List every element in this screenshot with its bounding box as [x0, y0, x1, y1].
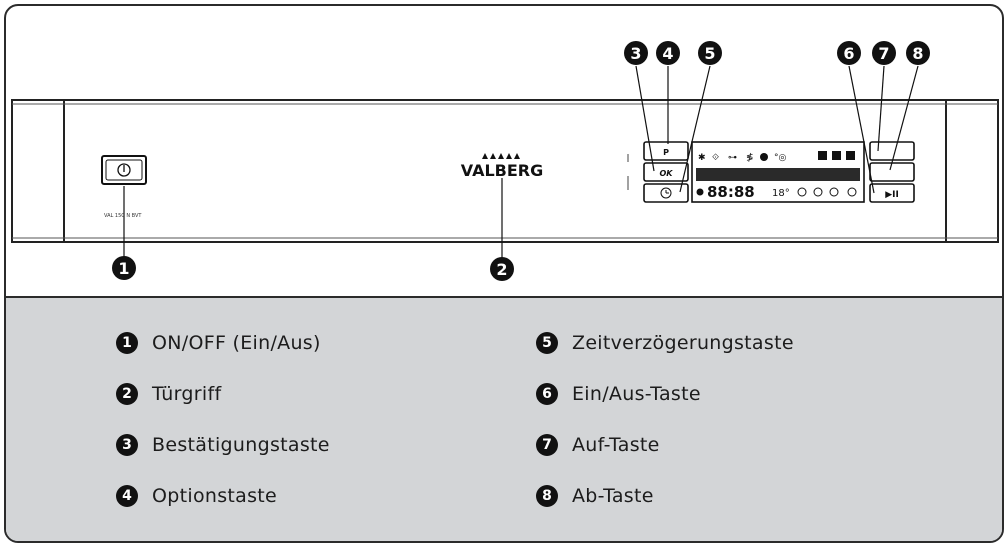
- appliance-control-panel-diagram: VAL 15C N BVT VALBERG P OK ✱ ⟐ ⊶: [11, 41, 999, 281]
- svg-text:≸: ≸: [746, 152, 754, 163]
- callout-2: 2: [490, 257, 514, 281]
- svg-text:⊶: ⊶: [728, 153, 737, 163]
- legend-badge: 7: [536, 434, 558, 456]
- svg-text:5: 5: [704, 44, 715, 63]
- legend-badge: 6: [536, 383, 558, 405]
- legend-label: Auf-Taste: [572, 434, 660, 456]
- svg-text:1: 1: [118, 259, 129, 278]
- legend-badge: 5: [536, 332, 558, 354]
- start-pause-button[interactable]: [869, 183, 915, 203]
- diagram-frame: VAL 15C N BVT VALBERG P OK ✱ ⟐ ⊶: [4, 4, 1004, 543]
- legend: 1 ON/OFF (Ein/Aus) 2 Türgriff 3 Bestätig…: [6, 296, 1002, 541]
- callout-1: 1: [112, 256, 136, 280]
- legend-label: ON/OFF (Ein/Aus): [152, 332, 321, 354]
- program-button-label: P: [663, 148, 669, 157]
- power-icon: [117, 163, 131, 177]
- right-end-cap: [945, 99, 999, 243]
- legend-item-7: 7 Auf-Taste: [536, 430, 660, 460]
- svg-text:6: 6: [843, 44, 854, 63]
- legend-badge: 8: [536, 485, 558, 507]
- legend-label: Optionstaste: [152, 485, 278, 507]
- program-icons: ✱ ⟐ ⊶ ≸ °◎: [698, 151, 855, 163]
- callout-leader-lines: [123, 65, 919, 259]
- down-button[interactable]: [869, 162, 915, 182]
- legend-label: Ein/Aus-Taste: [572, 383, 701, 405]
- legend-badge: 3: [116, 434, 138, 456]
- start-pause-label: ▶II: [885, 190, 899, 200]
- model-label: VAL 15C N BVT: [104, 213, 142, 219]
- legend-item-1: 1 ON/OFF (Ein/Aus): [116, 328, 321, 358]
- legend-label: Ab-Taste: [572, 485, 654, 507]
- display-clock: 88:88: [707, 183, 755, 201]
- legend-item-5: 5 Zeitverzögerungstaste: [536, 328, 794, 358]
- svg-text:8: 8: [912, 44, 923, 63]
- ok-button-label: OK: [660, 169, 674, 178]
- legend-item-3: 3 Bestätigungstaste: [116, 430, 330, 460]
- callout-3: 3: [624, 41, 648, 65]
- legend-item-8: 8 Ab-Taste: [536, 481, 654, 511]
- svg-text:3: 3: [630, 44, 641, 63]
- cycle-icons: [797, 187, 857, 197]
- callout-8: 8: [906, 41, 930, 65]
- legend-label: Türgriff: [152, 383, 222, 405]
- svg-text:4: 4: [662, 44, 673, 63]
- legend-item-4: 4 Optionstaste: [116, 481, 277, 511]
- display-text-bar: [696, 168, 860, 181]
- legend-badge: 4: [116, 485, 138, 507]
- svg-text:7: 7: [878, 44, 889, 63]
- svg-text:2: 2: [496, 260, 507, 279]
- timer-icon: [696, 188, 704, 196]
- ok-button[interactable]: [643, 162, 689, 182]
- callout-4: 4: [656, 41, 680, 65]
- brand-logo: VALBERG: [461, 153, 543, 180]
- legend-label: Zeitverzögerungstaste: [572, 332, 794, 354]
- svg-text:°◎: °◎: [774, 153, 787, 163]
- clock-icon: [660, 187, 672, 199]
- callout-5: 5: [698, 41, 722, 65]
- display-temperature: 18°: [772, 188, 790, 199]
- legend-item-2: 2 Türgriff: [116, 379, 221, 409]
- svg-text:✱: ✱: [698, 153, 706, 163]
- svg-text:⟐: ⟐: [712, 153, 719, 163]
- program-button[interactable]: [643, 141, 689, 161]
- left-end-cap: [11, 99, 65, 243]
- legend-label: Bestätigungstaste: [152, 434, 330, 456]
- brand-name: VALBERG: [461, 161, 543, 180]
- legend-badge: 2: [116, 383, 138, 405]
- legend-item-6: 6 Ein/Aus-Taste: [536, 379, 701, 409]
- legend-badge: 1: [116, 332, 138, 354]
- callout-7: 7: [872, 41, 896, 65]
- up-button[interactable]: [869, 141, 915, 161]
- callout-6: 6: [837, 41, 861, 65]
